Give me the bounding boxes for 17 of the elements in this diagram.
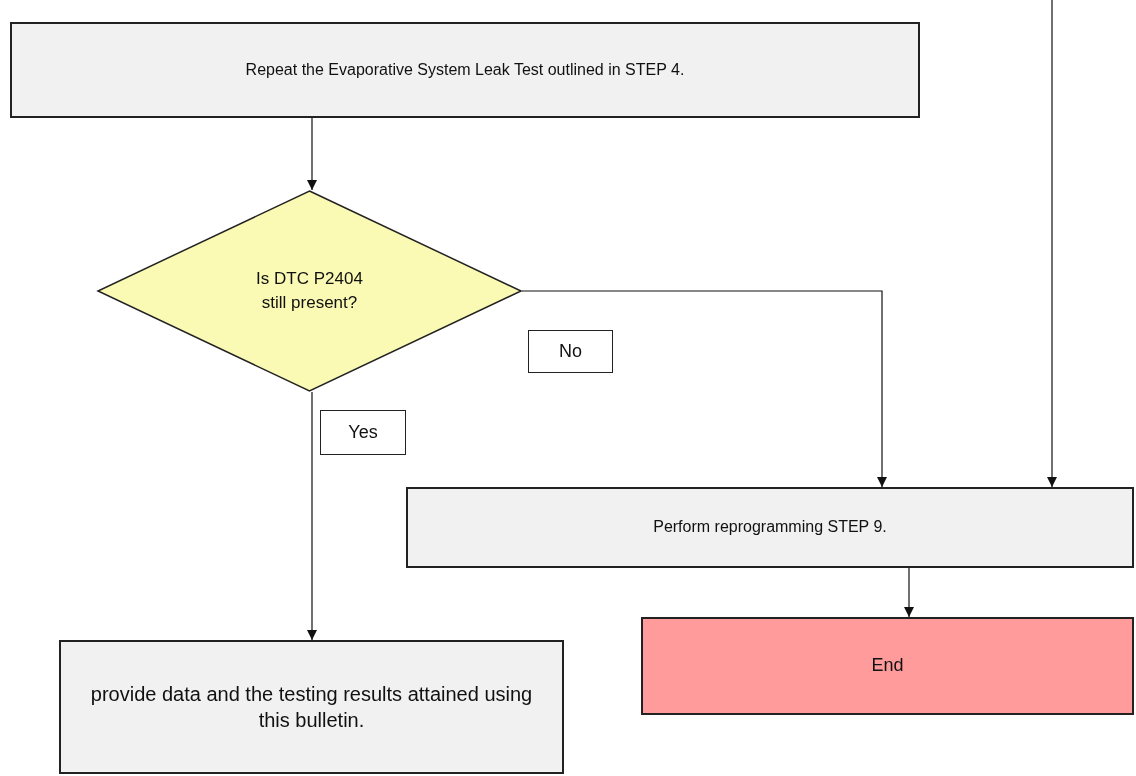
arrow	[521, 290, 887, 488]
decision-text: Is DTC P2404 still present?	[255, 268, 364, 314]
arrow	[307, 117, 317, 191]
terminal-box	[641, 617, 1134, 715]
process-text: Repeat the Evaporative System Leak Test outlined in STEP 4.	[245, 59, 685, 80]
edge-label: No	[528, 330, 613, 373]
process-text: Perform reprogramming STEP 9.	[653, 517, 887, 538]
arrow	[307, 391, 317, 641]
process-box	[406, 487, 1134, 568]
arrow	[1047, 0, 1057, 488]
edge-label: Yes	[320, 410, 406, 455]
process-text: End	[871, 654, 904, 678]
process-box	[10, 22, 920, 118]
process-box	[59, 640, 564, 774]
process-text: provide data and the testing results attained using this bulletin.	[89, 682, 534, 733]
arrow	[904, 567, 914, 618]
decision-diamond	[97, 190, 522, 392]
